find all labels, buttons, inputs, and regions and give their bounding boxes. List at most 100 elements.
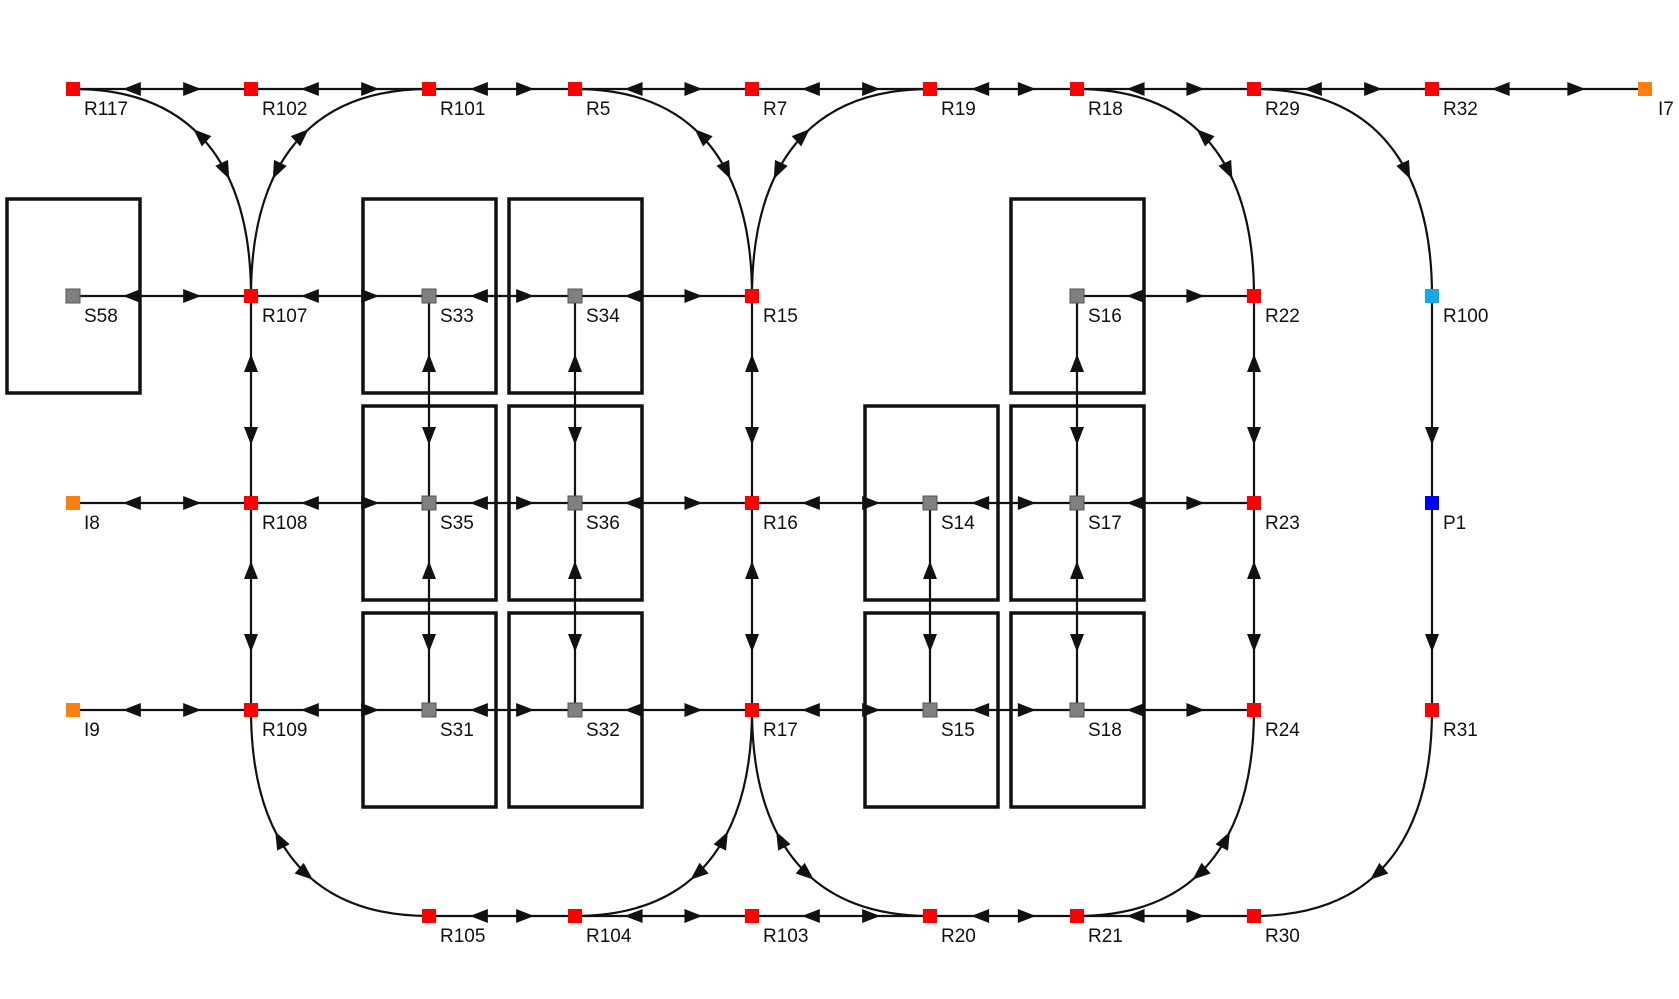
node-i9[interactable]: I9 — [66, 703, 100, 741]
arrowhead-r23-r24-back — [1247, 560, 1261, 579]
node-marker-r102 — [244, 82, 258, 96]
arrowhead-s14-s15-fwd — [923, 634, 937, 653]
node-marker-r16 — [745, 496, 759, 510]
node-r19[interactable]: R19 — [923, 82, 976, 120]
node-marker-s14 — [922, 495, 938, 511]
arrowhead-r117-r107-fwd — [215, 159, 230, 180]
node-marker-i7 — [1638, 82, 1652, 96]
node-r107[interactable]: R107 — [244, 289, 307, 327]
node-label-s31: S31 — [440, 720, 474, 741]
node-r21[interactable]: R21 — [1070, 909, 1123, 947]
node-marker-s17 — [1069, 495, 1085, 511]
node-r29[interactable]: R29 — [1247, 82, 1300, 120]
edge-layer — [72, 82, 1645, 923]
arrowhead-r22-r23-back — [1247, 353, 1261, 372]
node-i8[interactable]: I8 — [66, 496, 100, 534]
node-r117[interactable]: R117 — [66, 82, 128, 120]
arrowhead-s35-s36-fwd — [516, 496, 535, 510]
node-s36[interactable]: S36 — [567, 495, 620, 534]
node-label-r117: R117 — [84, 99, 128, 120]
arrowhead-r7-r19-fwd — [862, 82, 881, 96]
arrowhead-s14-s15-back — [923, 560, 937, 579]
arrowhead-r103-r20-back — [801, 909, 820, 923]
arrowhead-r17-r104-fwd — [690, 862, 709, 880]
arrowhead-s33-s34-back — [469, 289, 488, 303]
node-r109[interactable]: R109 — [244, 703, 307, 741]
node-s31[interactable]: S31 — [421, 702, 474, 741]
arrowhead-s31-s32-fwd — [516, 703, 535, 717]
arrowhead-r5-r15-fwd — [716, 159, 731, 180]
node-s33[interactable]: S33 — [421, 288, 474, 327]
node-r108[interactable]: R108 — [244, 496, 307, 534]
node-s15[interactable]: S15 — [922, 702, 975, 741]
node-label-r23: R23 — [1265, 513, 1300, 534]
edge-r109-r105 — [249, 709, 430, 918]
node-r104[interactable]: R104 — [568, 909, 632, 947]
arrowhead-r15-r16-fwd — [745, 427, 759, 446]
node-r16[interactable]: R16 — [745, 496, 798, 534]
node-marker-r31 — [1425, 703, 1439, 717]
arrowhead-s17-s18-fwd — [1070, 634, 1084, 653]
node-r31[interactable]: R31 — [1425, 703, 1478, 741]
node-r32[interactable]: R32 — [1425, 82, 1478, 120]
node-r30[interactable]: R30 — [1247, 909, 1300, 947]
arrowhead-r109-s31-back — [300, 703, 319, 717]
arrowhead-s58-r107-fwd — [183, 289, 202, 303]
arrowhead-r29-r32-fwd — [1364, 82, 1383, 96]
node-label-s32: S32 — [586, 720, 620, 741]
node-marker-r107 — [244, 289, 258, 303]
arrowhead-r32-i7-back — [1491, 82, 1510, 96]
node-p1[interactable]: P1 — [1425, 496, 1466, 534]
node-s32[interactable]: S32 — [567, 702, 620, 741]
arrowhead-r109-r105-fwd — [294, 862, 313, 880]
arrowhead-r32-i7-fwd — [1567, 82, 1586, 96]
node-label-r32: R32 — [1443, 99, 1478, 120]
node-r17[interactable]: R17 — [745, 703, 798, 741]
node-s58[interactable]: S58 — [65, 288, 118, 327]
node-label-r102: R102 — [262, 99, 307, 120]
arrowhead-r16-r17-fwd — [745, 634, 759, 653]
node-s18[interactable]: S18 — [1069, 702, 1122, 741]
node-marker-r5 — [568, 82, 582, 96]
edge-r29-r100 — [1253, 87, 1434, 297]
node-label-s58: S58 — [84, 306, 118, 327]
node-s34[interactable]: S34 — [567, 288, 620, 327]
node-s35[interactable]: S35 — [421, 495, 474, 534]
node-r24[interactable]: R24 — [1247, 703, 1300, 741]
arrowhead-r21-r30-fwd — [1186, 909, 1205, 923]
node-r7[interactable]: R7 — [745, 82, 787, 120]
arrowhead-s36-r16-back — [624, 496, 643, 510]
node-r23[interactable]: R23 — [1247, 496, 1300, 534]
node-r102[interactable]: R102 — [244, 82, 307, 120]
node-label-r20: R20 — [941, 926, 976, 947]
node-r5[interactable]: R5 — [568, 82, 610, 120]
node-s17[interactable]: S17 — [1069, 495, 1122, 534]
node-label-r103: R103 — [763, 926, 808, 947]
node-s14[interactable]: S14 — [922, 495, 975, 534]
node-s16[interactable]: S16 — [1069, 288, 1122, 327]
node-r103[interactable]: R103 — [745, 909, 808, 947]
node-marker-i9 — [66, 703, 80, 717]
node-r101[interactable]: R101 — [422, 82, 485, 120]
node-r22[interactable]: R22 — [1247, 289, 1300, 327]
node-marker-r117 — [66, 82, 80, 96]
arrowhead-r107-r108-back — [244, 353, 258, 372]
node-r105[interactable]: R105 — [422, 909, 485, 947]
node-r18[interactable]: R18 — [1070, 82, 1123, 120]
node-r100[interactable]: R100 — [1425, 289, 1488, 327]
node-marker-s15 — [922, 702, 938, 718]
edge-r5-r15 — [574, 87, 754, 297]
node-r20[interactable]: R20 — [923, 909, 976, 947]
node-marker-s16 — [1069, 288, 1085, 304]
node-label-r109: R109 — [262, 720, 307, 741]
node-label-r18: R18 — [1088, 99, 1123, 120]
arrowhead-r117-r102-back — [122, 82, 141, 96]
arrowhead-i9-r109-back — [122, 703, 141, 717]
arrowhead-s35-s31-back — [422, 560, 436, 579]
arrowhead-r102-r101-fwd — [361, 82, 380, 96]
node-i7[interactable]: I7 — [1638, 82, 1674, 120]
node-r15[interactable]: R15 — [745, 289, 798, 327]
arrowhead-s32-r17-back — [624, 703, 643, 717]
node-marker-r18 — [1070, 82, 1084, 96]
node-label-i7: I7 — [1658, 99, 1674, 120]
